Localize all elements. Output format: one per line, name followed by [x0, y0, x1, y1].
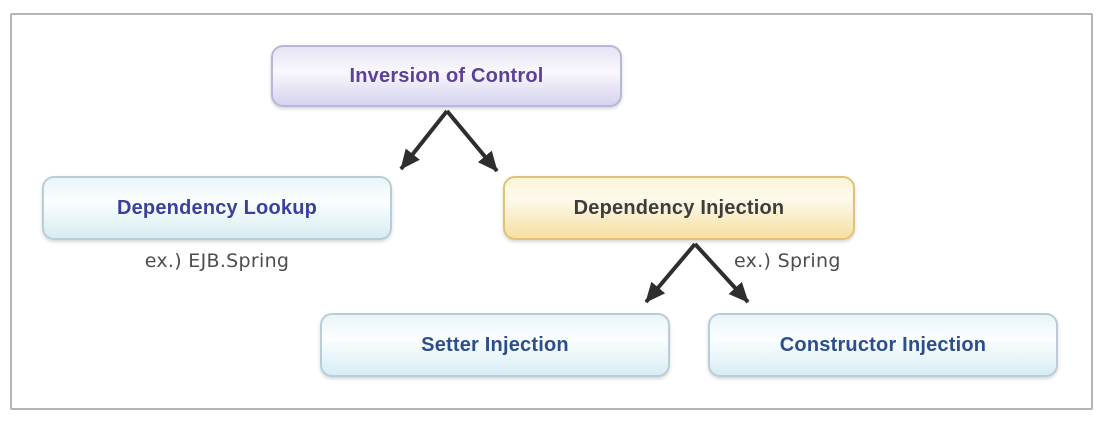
node-setter-injection-label: Setter Injection — [421, 333, 569, 356]
node-constructor-injection: Constructor Injection — [708, 313, 1058, 377]
node-dependency-injection: Dependency Injection — [503, 176, 855, 240]
node-inversion-of-control: Inversion of Control — [271, 45, 622, 107]
node-constructor-injection-label: Constructor Injection — [779, 333, 987, 356]
node-setter-injection: Setter Injection — [320, 313, 670, 377]
node-inversion-of-control-label: Inversion of Control — [349, 64, 544, 87]
node-dependency-lookup: Dependency Lookup — [42, 176, 392, 240]
annotation-injection-example: ex.) Spring — [734, 250, 841, 272]
node-dependency-lookup-label: Dependency Lookup — [116, 196, 318, 219]
node-dependency-injection-label: Dependency Injection — [573, 196, 785, 219]
annotation-lookup-example: ex.) EJB.Spring — [144, 250, 290, 272]
